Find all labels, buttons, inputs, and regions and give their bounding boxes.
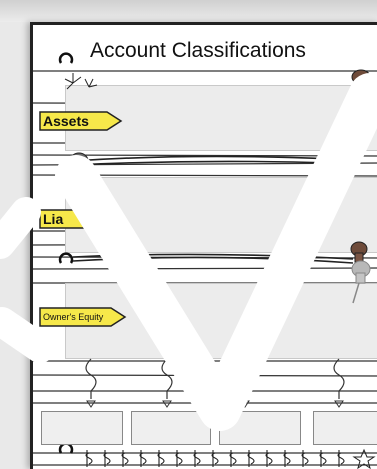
notebook-page: Account Classifications Assets Lia Owner… xyxy=(30,22,377,469)
dollar-sign-icon xyxy=(337,450,345,467)
dollar-sign-icon xyxy=(85,450,93,467)
dollar-sign-icon xyxy=(319,450,327,467)
dollar-sign-icon xyxy=(175,450,183,467)
account-box-3 xyxy=(219,411,301,445)
dollar-sign-icon xyxy=(121,450,129,467)
squiggle-arrow-down-icon xyxy=(333,358,345,399)
pushpin-icon xyxy=(351,260,371,304)
binder-ring-icon xyxy=(58,52,74,64)
fireworks-icon xyxy=(64,73,98,90)
dollar-sign-icon xyxy=(211,450,219,467)
dollar-sign-icon xyxy=(283,450,291,467)
dollar-sign-icon xyxy=(229,450,237,467)
dollar-sign-icon xyxy=(157,450,165,467)
dollar-sign-icon xyxy=(103,450,111,467)
liabilities-label: Lia xyxy=(39,209,129,229)
page-title: Account Classifications xyxy=(90,39,306,62)
dollar-sign-icon xyxy=(247,450,255,467)
pushpin-icon xyxy=(351,69,371,92)
dollar-sign-icon xyxy=(265,450,273,467)
squiggle-arrow-down-icon xyxy=(239,358,251,399)
dollar-row xyxy=(85,448,376,469)
binder-ring-icon xyxy=(58,252,74,264)
squiggle-arrow-down-icon xyxy=(85,358,97,399)
owners-equity-label: Owner's Equity xyxy=(39,307,129,327)
squiggle-arrow-down-icon xyxy=(161,358,173,399)
binder-ring-icon xyxy=(58,442,74,454)
account-box-1 xyxy=(41,411,123,445)
account-box-2 xyxy=(131,411,211,445)
assets-label: Assets xyxy=(39,111,123,131)
dollar-sign-icon xyxy=(193,450,201,467)
dollar-sign-icon xyxy=(301,450,309,467)
dollar-sign-icon xyxy=(139,450,147,467)
background-shadow xyxy=(0,0,377,22)
account-box-4 xyxy=(313,411,377,445)
pushpin-icon xyxy=(69,152,89,190)
star-icon xyxy=(352,448,376,469)
squiggle-arrows xyxy=(85,358,345,408)
